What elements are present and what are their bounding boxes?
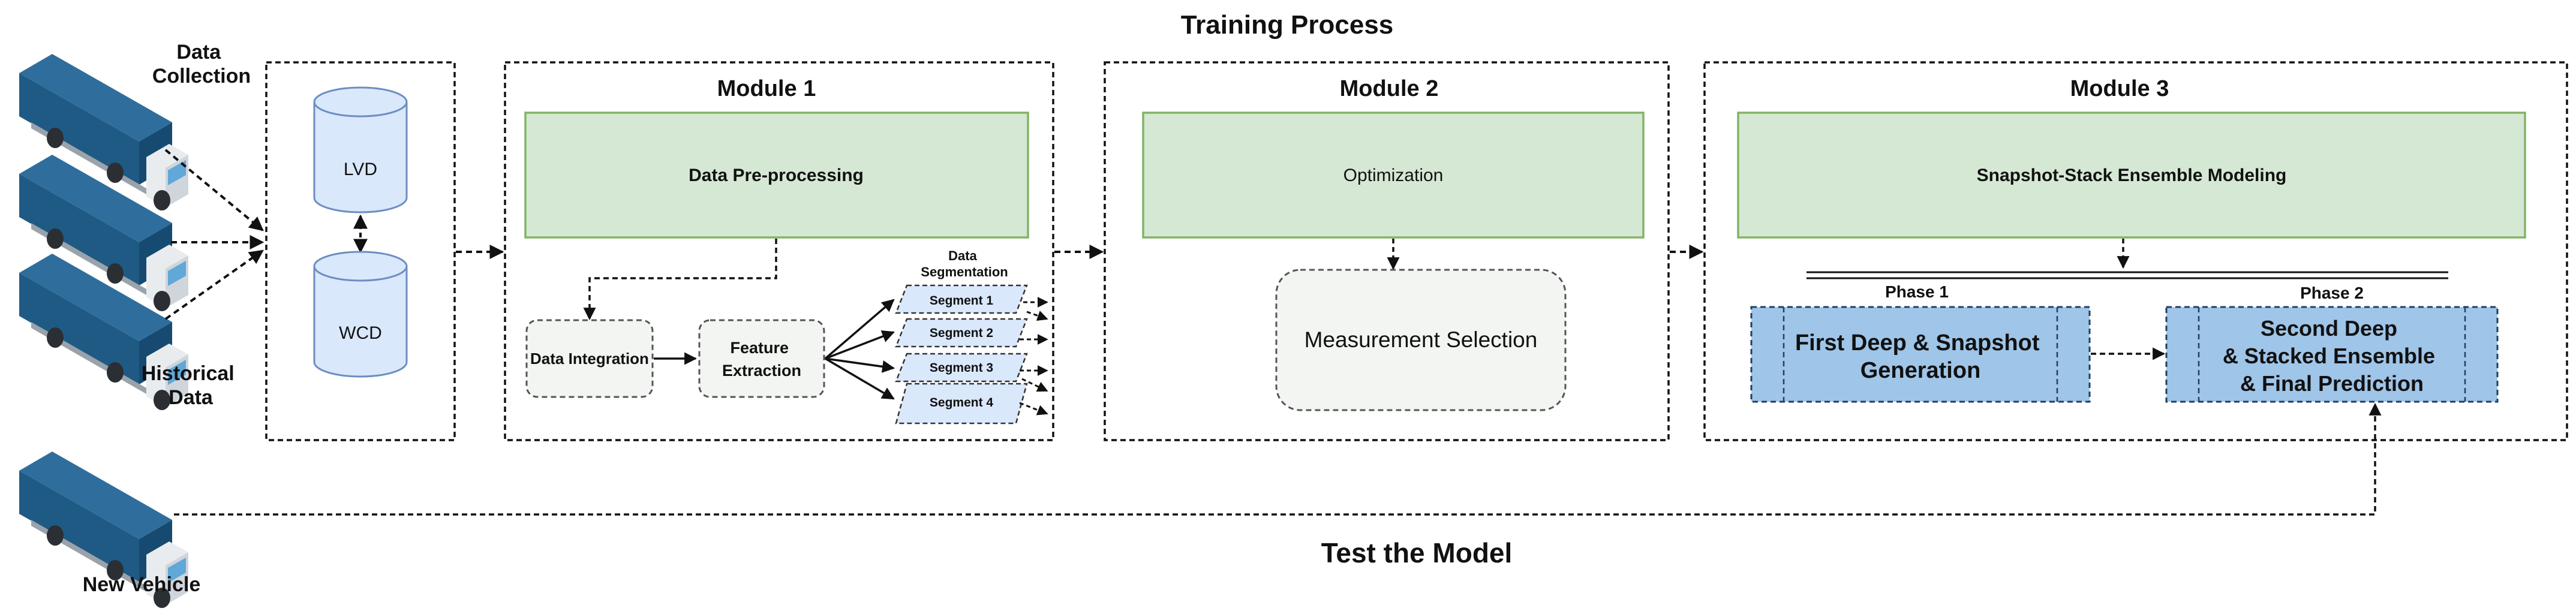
feature-extraction-box	[698, 319, 825, 398]
arrow-to-segment-2	[825, 330, 895, 360]
module1-title: Module 1	[717, 76, 816, 101]
phase1-label: Phase 1	[1885, 282, 1949, 301]
module2-container	[1104, 61, 1670, 441]
module3-title: Module 3	[2070, 76, 2169, 101]
data-collection-line1: Data	[176, 41, 221, 64]
integration-label: Data Integration	[530, 350, 649, 368]
segment-1: Segment 1	[895, 284, 1028, 314]
phase2-label: Phase 2	[2300, 284, 2364, 302]
segment-2-label: Segment 2	[930, 326, 993, 340]
segment-4: Segment 4	[895, 383, 1028, 425]
data-collection-label: Data Collection	[152, 41, 251, 88]
phase1-text-line2: Generation	[1860, 358, 1981, 383]
phase1-box: First Deep & Snapshot Generation	[1750, 306, 2091, 403]
lvd-database: LVD	[313, 86, 408, 213]
preprocessing-label: Data Pre-processing	[689, 165, 864, 185]
phase2-text-line3: & Final Prediction	[2240, 371, 2424, 396]
optimization-box	[1142, 112, 1645, 239]
ensemble-label: Snapshot-Stack Ensemble Modeling	[1977, 165, 2287, 185]
new-vehicle-label: New Vehicle	[83, 573, 201, 596]
historical-data-line1: Historical	[142, 362, 235, 385]
wcd-database: WCD	[313, 251, 408, 378]
data-segmentation-line2: Segmentation	[921, 264, 1008, 279]
database-container	[265, 61, 456, 441]
wcd-label: WCD	[339, 323, 382, 343]
training-process-title: Training Process	[1181, 10, 1394, 40]
arrow-to-segment-1	[824, 299, 895, 360]
test-model-title: Test the Model	[1321, 537, 1513, 568]
phase1-text: First Deep & Snapshot Generation	[1795, 330, 2046, 383]
segment-3: Segment 3	[895, 353, 1028, 383]
feature-extraction-line1: Feature	[730, 339, 789, 357]
feature-extraction-line2: Extraction	[722, 362, 801, 380]
phase2-text-line2: & Stacked Ensemble	[2223, 344, 2435, 368]
phase1-text-line1: First Deep & Snapshot	[1795, 330, 2040, 356]
data-collection-line2: Collection	[152, 65, 251, 88]
historical-data-line2: Data	[169, 386, 214, 409]
phase2-text-line1: Second Deep	[2261, 316, 2397, 341]
feature-extraction-label: Feature Extraction	[722, 339, 801, 380]
segment-4-out	[1019, 402, 1048, 416]
data-segmentation-label: Data Segmentation	[921, 248, 1008, 279]
module1-container	[504, 61, 1054, 441]
arrow-preprocessing-to-integration	[583, 239, 777, 321]
lvd-label: LVD	[344, 159, 377, 179]
data-segmentation-line1: Data	[948, 248, 977, 263]
arrow-collection-to-db	[164, 149, 264, 231]
optimization-label: Optimization	[1343, 165, 1444, 185]
arrow-to-segment-4	[825, 357, 895, 400]
arrow-new-vehicle-to-phase2	[174, 402, 2382, 516]
segment-2: Segment 2	[895, 318, 1028, 348]
source-arrows	[164, 149, 264, 320]
segment-1-out-b	[1026, 311, 1048, 321]
historical-data-label: Historical Data	[142, 362, 240, 409]
measurement-box	[1275, 269, 1567, 411]
segment-1-label: Segment 1	[930, 294, 994, 308]
preprocessing-box	[524, 112, 1029, 239]
module2-title: Module 2	[1340, 76, 1439, 101]
integration-box	[525, 319, 654, 398]
segment-fan-arrows	[824, 299, 895, 400]
phase2-text: Second Deep & Stacked Ensemble & Final P…	[2223, 316, 2441, 396]
segment-3-label: Segment 3	[930, 361, 993, 375]
arrow-to-segment-3	[825, 357, 895, 373]
phase2-box: Second Deep & Stacked Ensemble & Final P…	[2165, 306, 2499, 403]
measurement-label: Measurement Selection	[1304, 327, 1538, 352]
segment-output-arrows	[1019, 297, 1048, 416]
segment-3-out-b	[1021, 378, 1048, 392]
ensemble-box	[1737, 112, 2526, 239]
segment-4-label: Segment 4	[930, 396, 994, 410]
